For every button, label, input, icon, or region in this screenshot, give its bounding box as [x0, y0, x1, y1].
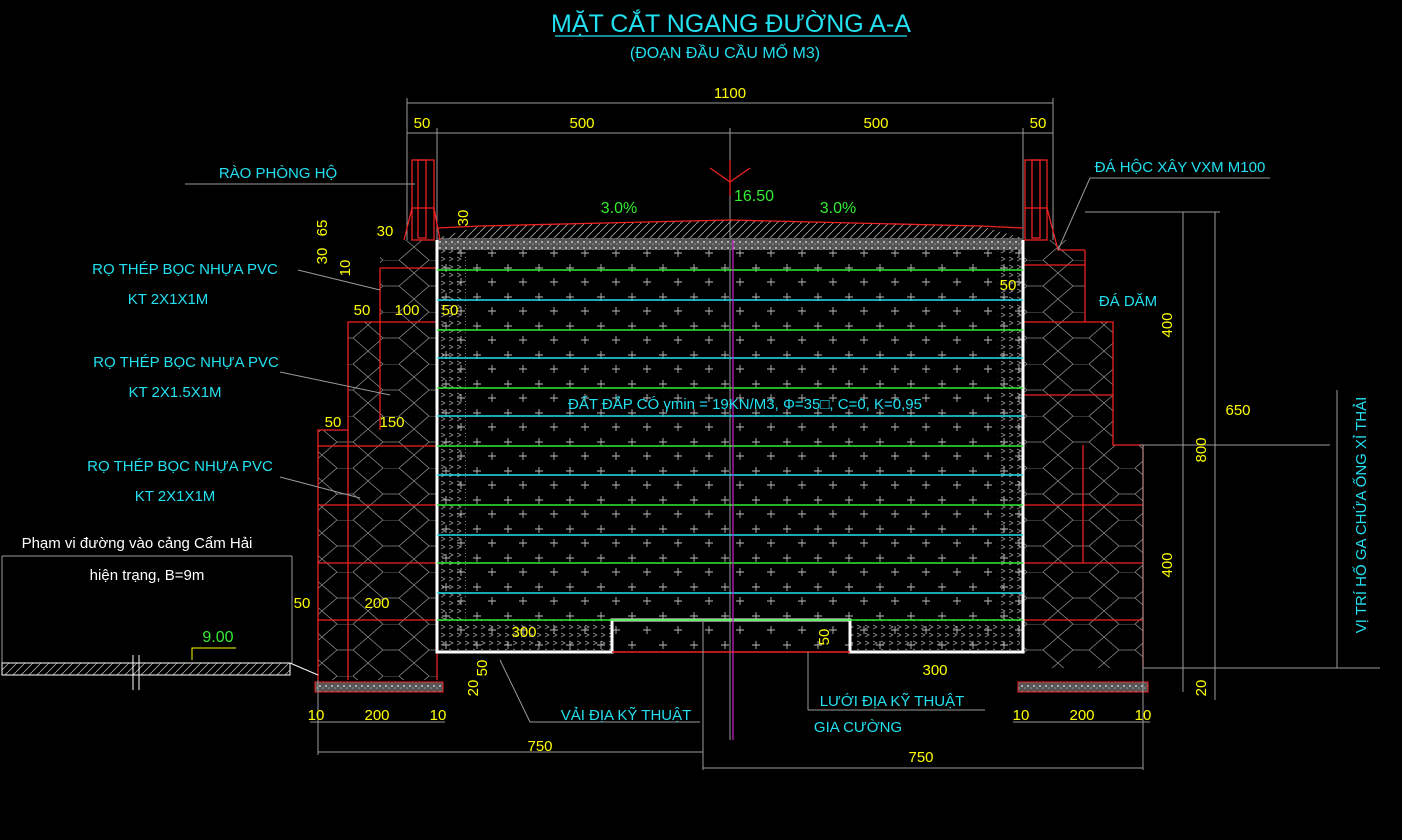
- label-gabion-1-size: KT 2X1X1M: [128, 291, 209, 308]
- svg-text:10: 10: [1013, 707, 1030, 724]
- svg-text:10: 10: [430, 707, 447, 724]
- svg-text:750: 750: [527, 738, 552, 755]
- svg-text:20: 20: [465, 680, 482, 697]
- svg-text:30: 30: [377, 223, 394, 240]
- label-masonry: ĐÁ HỘC XÂY VXM M100: [1095, 159, 1266, 176]
- svg-text:10: 10: [308, 707, 325, 724]
- label-geogrid-1: LƯỚI ĐỊA KỸ THUẬT: [820, 693, 965, 710]
- svg-text:750: 750: [908, 749, 933, 766]
- svg-text:20: 20: [1193, 680, 1210, 697]
- label-gabion-2-size: KT 2X1.5X1M: [128, 384, 221, 401]
- svg-text:50: 50: [325, 414, 342, 431]
- svg-text:200: 200: [364, 595, 389, 612]
- dim-top-r500: 500: [863, 115, 888, 132]
- svg-text:400: 400: [1159, 312, 1176, 337]
- dim-top-r50: 50: [1030, 115, 1047, 132]
- svg-text:30: 30: [455, 210, 472, 227]
- footing-pad-right: [1017, 681, 1149, 693]
- svg-text:50: 50: [816, 629, 833, 646]
- top-dimensions: 1100 50 500 500 50: [406, 85, 1054, 740]
- svg-text:400: 400: [1159, 552, 1176, 577]
- svg-text:100: 100: [394, 302, 419, 319]
- existing-road: [1, 555, 319, 690]
- dim-top-l50: 50: [414, 115, 431, 132]
- label-gabion-3: RỌ THÉP BỌC NHỰA PVC: [87, 458, 273, 475]
- label-gabion-2: RỌ THÉP BỌC NHỰA PVC: [93, 354, 279, 371]
- drawing-subtitle: (ĐOẠN ĐẦU CẦU MỐ M3): [630, 42, 820, 62]
- label-fence: RÀO PHÒNG HỘ: [219, 165, 337, 182]
- svg-text:200: 200: [364, 707, 389, 724]
- label-fill: ĐẤT ĐẮP CÓ γmin = 19KN/M3, Φ=35□, C=0, K…: [568, 395, 922, 413]
- geogrid-layers: [437, 269, 1023, 653]
- svg-text:10: 10: [337, 260, 354, 277]
- slope-left: 3.0%: [601, 200, 637, 217]
- label-gabion-3-size: KT 2X1X1M: [135, 488, 216, 505]
- slope-right: 3.0%: [820, 200, 856, 217]
- fence-posts: [403, 159, 1085, 251]
- label-geogrid-2: GIA CƯỜNG: [814, 719, 902, 736]
- svg-text:50: 50: [474, 660, 491, 677]
- svg-text:50: 50: [1000, 277, 1017, 294]
- svg-text:50: 50: [294, 595, 311, 612]
- dimension-labels: 65 30 10 30 30 50 100 50 50 150 50 200 3…: [294, 210, 1251, 766]
- label-crushed-stone: ĐÁ DĂM: [1099, 293, 1157, 310]
- embankment-fill: [435, 219, 1025, 740]
- dim-total: 1100: [714, 85, 746, 102]
- label-geotextile: VẢI ĐỊA KỸ THUẬT: [561, 707, 692, 724]
- svg-text:10: 10: [1135, 707, 1152, 724]
- label-manhole: VỊ TRÍ HỐ GA CHỨA ỐNG XỈ THẢI: [1352, 397, 1370, 633]
- gabion-wall-right: [1017, 240, 1149, 693]
- dim-top-l500: 500: [569, 115, 594, 132]
- elevation-existing: 9.00: [202, 629, 233, 646]
- svg-text:650: 650: [1225, 402, 1250, 419]
- svg-text:50: 50: [442, 302, 459, 319]
- drawing-title: MẶT CẮT NGANG ĐƯỜNG A-A: [551, 8, 911, 38]
- footing-pad-left: [314, 681, 444, 693]
- label-existing-road-1: Phạm vi đường vào cảng Cẩm Hải: [22, 535, 253, 552]
- elevation-crown: 16.50: [734, 188, 774, 205]
- svg-text:50: 50: [354, 302, 371, 319]
- svg-text:200: 200: [1069, 707, 1094, 724]
- label-gabion-1: RỌ THÉP BỌC NHỰA PVC: [92, 261, 278, 278]
- svg-text:150: 150: [379, 414, 404, 431]
- svg-text:65: 65: [314, 220, 331, 237]
- label-existing-road-2: hiện trạng, B=9m: [90, 567, 205, 584]
- svg-text:30: 30: [314, 248, 331, 265]
- crown-marker-icon: [709, 160, 751, 196]
- svg-text:300: 300: [511, 624, 536, 641]
- svg-text:800: 800: [1193, 437, 1210, 462]
- gabion-wall-left: [314, 240, 444, 693]
- svg-text:300: 300: [922, 662, 947, 679]
